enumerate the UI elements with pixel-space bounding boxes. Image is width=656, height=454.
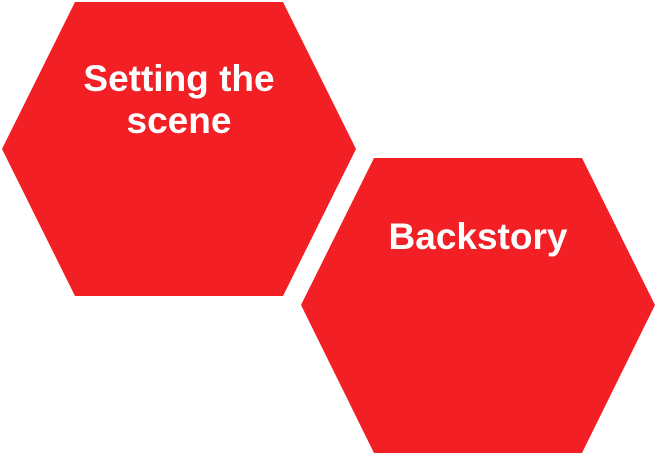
label-line: Backstory [388,216,568,257]
hexagon-backstory [301,158,655,453]
hexagon-setting-the-scene-label: Setting the scene [2,58,356,142]
hexagon-backstory-label: Backstory [301,216,655,258]
label-line: Setting the [83,58,275,99]
hexagon-setting-the-scene [2,2,356,296]
label-line: scene [126,100,232,141]
